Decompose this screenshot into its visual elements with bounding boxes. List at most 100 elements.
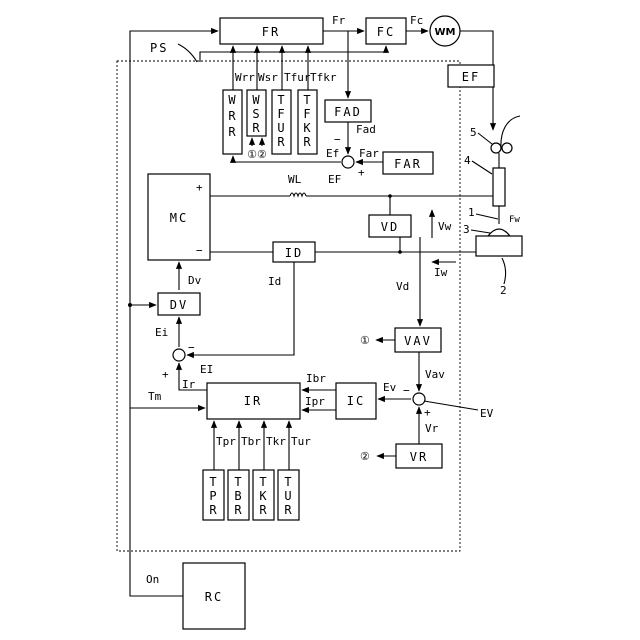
- ef-label: EF: [462, 70, 480, 84]
- tbr-signal-label: Tbr: [241, 435, 261, 448]
- wrr-signal-label: Wrr: [235, 71, 255, 84]
- ef-input-label: Ef: [326, 147, 339, 160]
- on-to-fr-line: [130, 31, 218, 305]
- mc-label: MC: [170, 211, 188, 225]
- tfur-char-0: T: [277, 93, 286, 107]
- tfur-signal-label: Tfur: [284, 71, 311, 84]
- on-signal-label: On: [146, 573, 159, 586]
- vd-plus-node: [388, 194, 392, 198]
- vr-label: VR: [410, 450, 428, 464]
- ir-plus-sign: +: [162, 368, 169, 381]
- fr-signal-label: Fr: [332, 14, 346, 27]
- tkr-char-1: K: [259, 489, 268, 503]
- iw-label: Iw: [434, 266, 448, 279]
- ei-sum-label: EI: [200, 363, 213, 376]
- tbr-char-2: R: [234, 503, 243, 517]
- wire-reel-line: [501, 116, 520, 148]
- vw-label: Vw: [438, 220, 452, 233]
- tfkr-char-1: F: [303, 107, 312, 121]
- tm-to-ir-line: [130, 305, 205, 408]
- ref-3-leader: [471, 230, 490, 233]
- tbr-char-0: T: [234, 475, 243, 489]
- feed-roller-left: [491, 143, 501, 153]
- ref-2-leader: [502, 258, 506, 284]
- tkr-char-2: R: [259, 503, 268, 517]
- rc-label: RC: [205, 590, 223, 604]
- base-metal: [476, 236, 522, 256]
- ei-input-label: Ei: [155, 326, 168, 339]
- wrr-char-1: R: [228, 109, 237, 123]
- ref-1-leader: [476, 214, 498, 219]
- rc-on-line: [130, 408, 183, 596]
- mc-minus-terminal: −: [196, 244, 203, 257]
- wsr-signal-label: Wsr: [258, 71, 278, 84]
- vr-m2-marker: ②: [360, 450, 370, 463]
- vd-label: VD: [381, 220, 399, 234]
- ev-leader: [424, 401, 478, 410]
- ei-summing-junction: [173, 349, 185, 361]
- tur-signal-label: Tur: [291, 435, 311, 448]
- ref-1: 1: [468, 206, 475, 219]
- tpr-char-0: T: [209, 475, 218, 489]
- ev-signal-label: Ev: [383, 381, 397, 394]
- wrr-char-0: W: [228, 93, 237, 107]
- tbr-char-1: B: [234, 489, 243, 503]
- far-signal-label: Far: [359, 147, 379, 160]
- dv-signal-label: Dv: [188, 274, 202, 287]
- fad-label: FAD: [334, 105, 362, 119]
- wsr-char-0: W: [252, 93, 261, 107]
- vr-signal-label: Vr: [425, 422, 439, 435]
- tkr-char-0: T: [259, 475, 268, 489]
- ev-sum-label: EV: [480, 407, 494, 420]
- tfkr-signal-label: Tfkr: [310, 71, 337, 84]
- wm-label: WM: [435, 27, 456, 38]
- wl-inductance: [290, 193, 306, 196]
- fr-label: FR: [262, 25, 280, 39]
- ef-sum-label: EF: [328, 173, 341, 186]
- far-plus-sign: +: [358, 166, 365, 179]
- ref-3: 3: [463, 223, 470, 236]
- wsr-char-2: R: [252, 121, 261, 135]
- ps-leader: [178, 44, 197, 62]
- ef-summing-junction: [342, 156, 354, 168]
- tur-char-2: R: [284, 503, 293, 517]
- wsr-input-markers: ①②: [247, 148, 267, 161]
- ipr-signal-label: Ipr: [305, 395, 325, 408]
- ps-to-fc-line: [200, 46, 386, 62]
- tfur-char-2: U: [277, 121, 286, 135]
- ir-signal-label: Ir: [182, 378, 196, 391]
- tur-char-1: U: [284, 489, 293, 503]
- mc-plus-terminal: +: [196, 181, 203, 194]
- fad-minus-sign: −: [334, 133, 341, 146]
- vav-signal-label: Vav: [425, 368, 445, 381]
- ref-2: 2: [500, 284, 507, 297]
- id-minus-sign: −: [188, 341, 195, 354]
- tfkr-char-2: K: [303, 121, 312, 135]
- fw-label: Fw: [509, 215, 520, 225]
- fc-signal-label: Fc: [410, 14, 423, 27]
- vav-minus-sign: −: [403, 384, 410, 397]
- tfur-char-1: F: [277, 107, 286, 121]
- id-signal-label: Id: [268, 275, 281, 288]
- ref-4: 4: [464, 154, 471, 167]
- tpr-char-2: R: [209, 503, 218, 517]
- ir-label: IR: [244, 394, 262, 408]
- wsr-char-1: S: [252, 107, 261, 121]
- ps-label: PS: [150, 41, 168, 55]
- ev-summing-junction: [413, 393, 425, 405]
- vr-plus-sign: +: [424, 406, 431, 419]
- tpr-signal-label: Tpr: [216, 435, 236, 448]
- arc: [488, 229, 510, 236]
- ic-label: IC: [347, 394, 365, 408]
- tfkr-char-3: R: [303, 135, 312, 149]
- far-label: FAR: [394, 157, 422, 171]
- ref-5: 5: [470, 126, 477, 139]
- tpr-char-1: P: [209, 489, 218, 503]
- tm-signal-label: Tm: [148, 390, 162, 403]
- feed-roller-right: [502, 143, 512, 153]
- ref-4-leader: [472, 161, 492, 174]
- vav-m1-marker: ①: [360, 334, 370, 347]
- id-label: ID: [285, 246, 303, 260]
- tfur-char-3: R: [277, 135, 286, 149]
